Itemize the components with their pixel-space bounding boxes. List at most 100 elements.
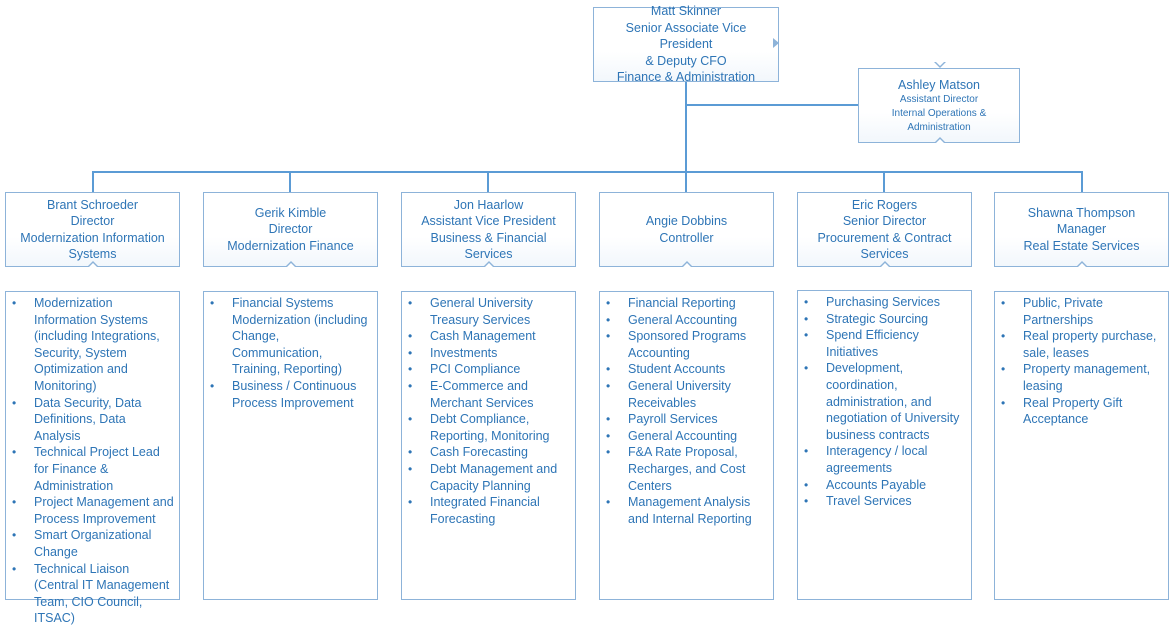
- list-item: Strategic Sourcing: [802, 311, 967, 328]
- top-name: Matt Skinner: [650, 4, 722, 19]
- top-unit: Finance & Administration: [616, 70, 756, 85]
- list-item: Interagency / local agreements: [802, 443, 967, 476]
- dept-header-6: Shawna Thompson Manager Real Estate Serv…: [994, 192, 1169, 267]
- list-item: F&A Rate Proposal, Recharges, and Cost C…: [604, 444, 769, 494]
- dept-3-title: Assistant Vice President: [421, 214, 556, 228]
- assistant-box: Ashley Matson Assistant Director Interna…: [858, 62, 1020, 143]
- list-item: Modernization Information Systems (inclu…: [10, 295, 175, 395]
- dept-1-unit: Modernization Information: [20, 230, 165, 245]
- dept-2-unit: Modernization Finance: [227, 238, 354, 253]
- dept-6-name: Shawna Thompson: [1027, 205, 1136, 220]
- list-item: Public, Private Partnerships: [999, 295, 1164, 328]
- list-item: PCI Compliance: [406, 361, 571, 378]
- dept-header-5: Eric Rogers Senior Director Procurement …: [797, 192, 972, 267]
- list-item: Accounts Payable: [802, 477, 967, 494]
- list-item: Student Accounts: [604, 361, 769, 378]
- dept-6-unit: Real Estate Services: [1023, 238, 1140, 253]
- list-item: General University Treasury Services: [406, 295, 571, 328]
- list-item: Project Management and Process Improveme…: [10, 494, 175, 527]
- dept-detail-6: Public, Private Partnerships Real proper…: [994, 291, 1169, 600]
- box-marker-icon: [773, 38, 779, 48]
- connector-drop-3: [487, 171, 489, 193]
- dept-header-2: Gerik Kimble Director Modernization Fina…: [203, 192, 378, 267]
- list-item: Purchasing Services: [802, 294, 967, 311]
- list-item: Cash Forecasting: [406, 444, 571, 461]
- list-item: General Accounting: [604, 428, 769, 445]
- connector-top-vertical: [685, 81, 687, 172]
- dept-1-name: Brant Schroeder: [46, 197, 139, 212]
- box-marker-icon: [87, 261, 99, 267]
- dept-5-name: Eric Rogers: [851, 197, 918, 212]
- dept-2-title: Director: [268, 222, 313, 237]
- assistant-title-2: Internal Operations &: [891, 107, 987, 119]
- dept-1-unit-2: Systems: [68, 247, 117, 261]
- box-marker-icon: [483, 261, 495, 267]
- list-item: Management Analysis and Internal Reporti…: [604, 494, 769, 527]
- connector-drop-2: [289, 171, 291, 193]
- list-item: Sponsored Programs Accounting: [604, 328, 769, 361]
- list-item: Payroll Services: [604, 411, 769, 428]
- list-item: Integrated Financial Forecasting: [406, 494, 571, 527]
- connector-drop-5: [883, 171, 885, 193]
- dept-detail-2: Financial Systems Modernization (includi…: [203, 291, 378, 600]
- list-item: Travel Services: [802, 493, 967, 510]
- list-item: Development, coordination, administratio…: [802, 360, 967, 443]
- list-item: Business / Continuous Process Improvemen…: [208, 378, 373, 411]
- dept-header-1: Brant Schroeder Director Modernization I…: [5, 192, 180, 267]
- dept-4-name: Angie Dobbins: [645, 214, 728, 228]
- connector-drop-4: [685, 171, 687, 193]
- top-executive-box: Matt Skinner Senior Associate Vice Presi…: [593, 4, 779, 84]
- dept-1-title: Director: [70, 214, 115, 228]
- dept-3-name: Jon Haarlow: [453, 197, 524, 212]
- connector-horizontal-bus: [92, 171, 1083, 173]
- list-item: Spend Efficiency Initiatives: [802, 327, 967, 360]
- box-marker-icon: [681, 261, 693, 267]
- responsibility-list: Purchasing Services Strategic Sourcing S…: [802, 294, 967, 510]
- dept-detail-1: Modernization Information Systems (inclu…: [5, 291, 180, 625]
- dept-5-title: Senior Director: [842, 214, 927, 228]
- dept-4-title: Controller: [659, 230, 714, 245]
- list-item: Property management, leasing: [999, 361, 1164, 394]
- connector-assistant: [686, 104, 858, 106]
- list-item: General Accounting: [604, 312, 769, 329]
- dept-6-title: Manager: [1056, 222, 1107, 237]
- dept-2-name: Gerik Kimble: [254, 205, 327, 220]
- list-item: Technical Liaison (Central IT Management…: [10, 561, 175, 627]
- responsibility-list: Modernization Information Systems (inclu…: [10, 295, 175, 627]
- list-item: Financial Reporting: [604, 295, 769, 312]
- list-item: Real Property Gift Acceptance: [999, 395, 1164, 428]
- assistant-title-3: Administration: [907, 121, 971, 133]
- list-item: Debt Compliance, Reporting, Monitoring: [406, 411, 571, 444]
- dept-detail-3: General University Treasury Services Cas…: [401, 291, 576, 600]
- top-title: Senior Associate Vice President: [625, 20, 747, 52]
- list-item: General University Receivables: [604, 378, 769, 411]
- responsibility-list: Financial Systems Modernization (includi…: [208, 295, 373, 411]
- top-title-2: & Deputy CFO: [645, 53, 727, 68]
- dept-detail-5: Purchasing Services Strategic Sourcing S…: [797, 290, 972, 600]
- assistant-title-1: Assistant Director: [899, 93, 979, 105]
- box-marker-icon: [285, 261, 297, 267]
- assistant-name: Ashley Matson: [898, 77, 980, 92]
- dept-header-3: Jon Haarlow Assistant Vice President Bus…: [401, 192, 576, 267]
- dept-header-4: Angie Dobbins Controller: [599, 192, 774, 267]
- list-item: Data Security, Data Definitions, Data An…: [10, 395, 175, 445]
- list-item: Smart Organizational Change: [10, 527, 175, 560]
- responsibility-list: Financial Reporting General Accounting S…: [604, 295, 769, 527]
- responsibility-list: General University Treasury Services Cas…: [406, 295, 571, 527]
- list-item: Investments: [406, 345, 571, 362]
- box-marker-icon: [934, 62, 946, 68]
- dept-5-unit-2: Services: [860, 247, 909, 261]
- connector-drop-1: [92, 171, 94, 193]
- box-marker-icon: [879, 261, 891, 267]
- list-item: Financial Systems Modernization (includi…: [208, 295, 373, 378]
- list-item: Real property purchase, sale, leases: [999, 328, 1164, 361]
- dept-detail-4: Financial Reporting General Accounting S…: [599, 291, 774, 600]
- connector-drop-6: [1081, 171, 1083, 193]
- list-item: Cash Management: [406, 328, 571, 345]
- dept-5-unit: Procurement & Contract: [817, 230, 952, 245]
- box-marker-icon: [934, 137, 946, 143]
- box-marker-icon: [1076, 261, 1088, 267]
- list-item: Debt Management and Capacity Planning: [406, 461, 571, 494]
- list-item: Technical Project Lead for Finance & Adm…: [10, 444, 175, 494]
- list-item: E-Commerce and Merchant Services: [406, 378, 571, 411]
